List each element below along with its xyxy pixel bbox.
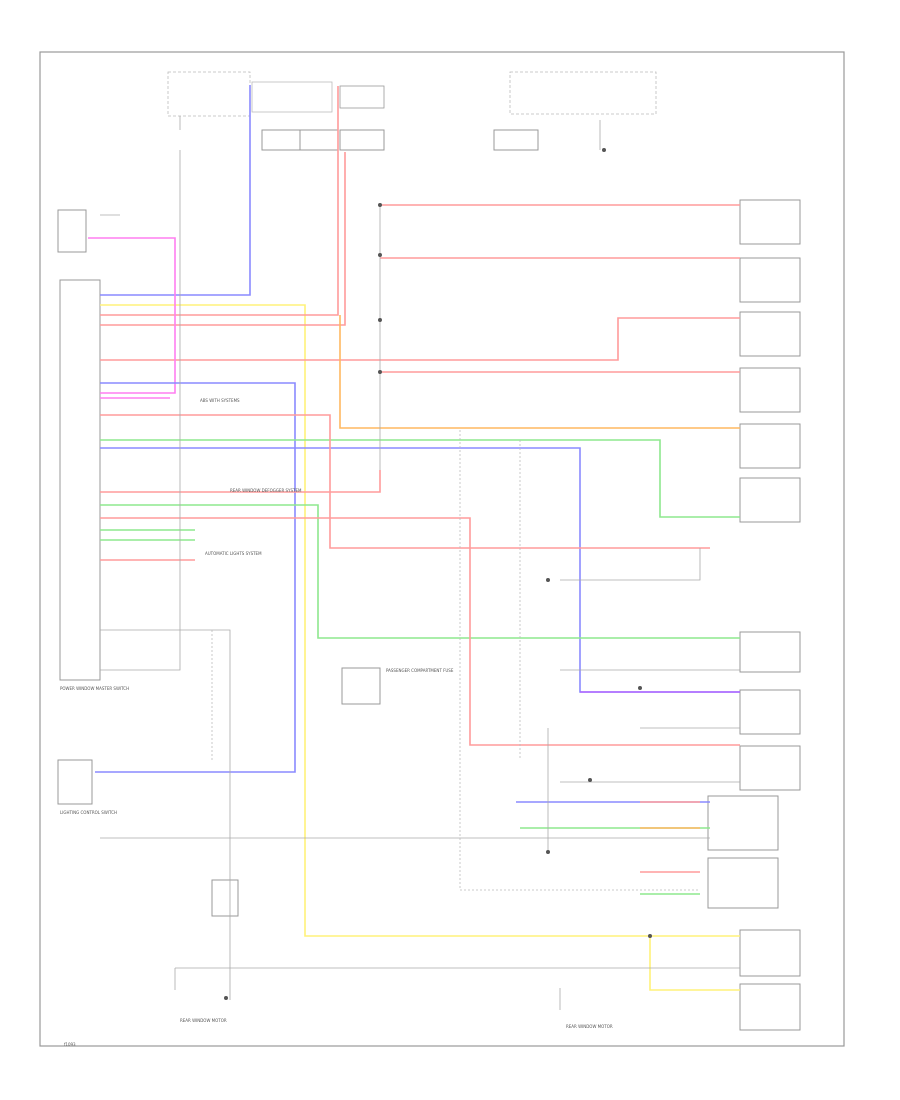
wire-yellow-28 bbox=[649, 936, 740, 991]
figure-id: f1093 bbox=[64, 1042, 76, 1047]
defogger-label: REAR WINDOW DEFOGGER SYSTEM bbox=[230, 488, 302, 493]
wire-red-15 bbox=[100, 470, 381, 493]
left-connector-label: POWER WINDOW MASTER SWITCH bbox=[60, 686, 129, 691]
wire-red-17 bbox=[100, 517, 740, 746]
wire-green-16 bbox=[100, 504, 740, 639]
junction-dots bbox=[224, 148, 652, 1000]
right-switches bbox=[707, 199, 801, 1031]
labels: ABS WITH SYSTEMS REAR WINDOW DEFOGGER SY… bbox=[60, 398, 613, 1047]
left-connectors bbox=[57, 209, 101, 805]
wire-yellow-1 bbox=[100, 304, 740, 937]
wire-magenta-9 bbox=[88, 237, 176, 394]
mid-components bbox=[211, 667, 381, 917]
abs-label: ABS WITH SYSTEMS bbox=[200, 398, 240, 403]
wire-red-4 bbox=[100, 317, 740, 361]
grey-wires bbox=[100, 116, 740, 1010]
wire-orange-8 bbox=[339, 315, 740, 429]
lighting-switch-label: LIGHTING CONTROL SWITCH bbox=[60, 810, 117, 815]
relay-label: PASSENGER COMPARTMENT FUSE bbox=[386, 668, 454, 673]
wire-red-3 bbox=[100, 152, 346, 326]
rear-motor-right-label: REAR WINDOW MOTOR bbox=[566, 1024, 613, 1029]
wire-blue-0 bbox=[100, 85, 251, 296]
rear-motor-left-label: REAR WINDOW MOTOR bbox=[180, 1018, 227, 1023]
wire-red-2 bbox=[100, 86, 339, 316]
auto-lights-label: AUTOMATIC LIGHTS SYSTEM bbox=[205, 551, 262, 556]
wire-blue-11 bbox=[95, 382, 296, 773]
top-connectors bbox=[167, 71, 657, 151]
wires bbox=[88, 85, 740, 991]
